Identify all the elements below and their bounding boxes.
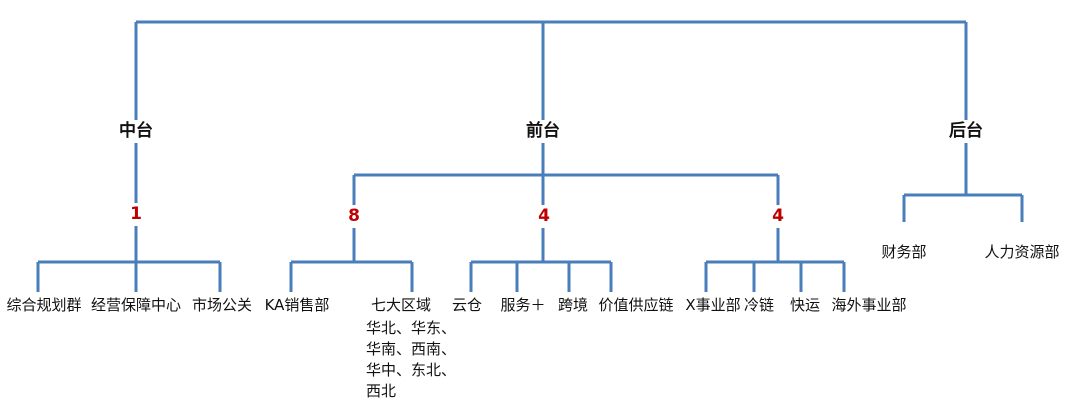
leaf-service-plus: 服务＋ (498, 296, 548, 315)
leaf-cold-chain: 冷链 (741, 296, 777, 315)
leaf-cloud-warehouse: 云仓 (449, 296, 485, 315)
branch-front-label: 前台 (522, 120, 564, 143)
leaf-overseas-division: 海外事业部 (829, 296, 909, 315)
leaf-value-supply-chain: 价值供应链 (596, 296, 676, 315)
middle-count-badge: 1 (127, 203, 145, 226)
region-line: 华北、华东、 (366, 319, 457, 337)
region-line: 西北 (366, 382, 397, 400)
front-group-1-count-badge: 8 (345, 205, 363, 228)
leaf-ka-sales: KA销售部 (262, 296, 332, 315)
region-list: 华北、华东、 华南、西南、 华中、东北、 西北 (366, 318, 456, 402)
leaf-seven-regions: 七大区域 (368, 296, 434, 315)
front-group-2-count-badge: 4 (535, 205, 553, 228)
leaf-planning-group: 综合规划群 (4, 296, 84, 315)
leaf-cross-border: 跨境 (555, 296, 591, 315)
branch-back-label: 后台 (945, 120, 987, 143)
leaf-human-resources: 人力资源部 (982, 243, 1062, 262)
leaf-public-relations: 市场公关 (189, 296, 255, 315)
leaf-finance: 财务部 (879, 243, 929, 262)
leaf-express-freight: 快运 (787, 296, 823, 315)
leaf-operations-support: 经营保障中心 (88, 296, 184, 315)
region-line: 华中、东北、 (366, 361, 457, 379)
region-line: 华南、西南、 (366, 340, 457, 358)
leaf-x-division: X事业部 (683, 296, 743, 315)
front-group-3-count-badge: 4 (769, 205, 787, 228)
branch-middle-label: 中台 (115, 120, 157, 143)
